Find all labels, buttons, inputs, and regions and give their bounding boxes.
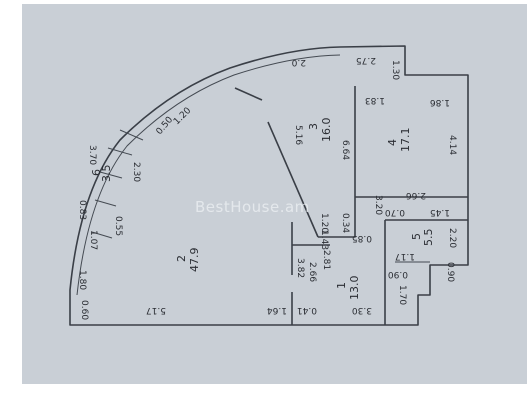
dimension-label: 2.0 — [291, 57, 306, 67]
dimension-label: 1.64 — [267, 305, 287, 315]
outer-arc-inner — [76, 54, 341, 296]
room-number: 5 — [410, 233, 423, 240]
dimension-label: 1.30 — [390, 60, 400, 80]
room-label-6: 6 3.5 — [90, 165, 113, 183]
dimension-label: 1.70 — [397, 285, 407, 305]
room-area: 47.9 — [188, 248, 201, 273]
room-number: 4 — [386, 139, 399, 146]
dimension-label: 0.60 — [79, 300, 89, 320]
room-area: 16.0 — [320, 118, 333, 143]
dimension-label: 0.55 — [113, 216, 123, 236]
dimension-label: 0.34 — [340, 213, 350, 233]
dimension-label: 2.66 — [406, 190, 426, 200]
dimension-label: 1.86 — [430, 97, 450, 107]
room-area: 5.5 — [422, 229, 435, 247]
dimension-label: 4.14 — [447, 135, 457, 155]
dimension-label: 0.41 — [297, 305, 317, 315]
dimension-label: 5.17 — [146, 305, 166, 315]
wall-room3-right — [318, 86, 356, 238]
room-number: 6 — [90, 169, 103, 176]
dimension-label: 6.64 — [340, 140, 350, 160]
wall-room2-top — [234, 87, 263, 101]
paper-sheet — [22, 4, 527, 384]
dimension-label: 2.30 — [131, 162, 141, 182]
dimension-label: 1.45 — [430, 207, 450, 217]
room-label-5: 5 5.5 — [410, 229, 435, 247]
dimension-label: 5.16 — [293, 125, 303, 145]
room-area: 13.0 — [348, 276, 361, 301]
dimension-label: 2.81 — [321, 250, 331, 270]
room-area: 17.1 — [399, 128, 412, 153]
dimension-label: 0.90 — [445, 262, 455, 282]
dimension-label: 1.07 — [88, 230, 98, 250]
outer-wall — [69, 45, 469, 326]
watermark: BestHouse.am — [195, 198, 310, 216]
dimension-label: 3.82 — [295, 258, 305, 278]
dimension-label: 0.83 — [77, 200, 87, 220]
dimension-label: 1.20 — [319, 213, 329, 233]
room-area: 3.5 — [100, 165, 113, 183]
dimension-label: 0.85 — [352, 233, 372, 243]
dimension-label: 0.70 — [385, 207, 405, 217]
room-label-2: 2 47.9 — [175, 248, 201, 273]
dimension-label: 0.90 — [388, 269, 408, 279]
dimension-label: 3.20 — [373, 195, 383, 215]
dimension-label: 1.17 — [395, 251, 415, 261]
room-label-3: 3 16.0 — [307, 118, 333, 143]
dimension-label: 1.43 — [319, 230, 329, 250]
dimension-label: 2.66 — [307, 262, 317, 282]
room-number: 2 — [175, 255, 188, 262]
room-number: 3 — [307, 123, 320, 130]
dimension-labels: 2.0 2.75 1.30 1.83 1.86 5.16 6.64 4.14 1… — [77, 55, 457, 320]
room-number: 1 — [335, 282, 348, 289]
dimension-label: 3.70 — [87, 145, 97, 165]
dimension-label: 1.83 — [365, 95, 385, 105]
room-label-1: 1 13.0 — [335, 276, 361, 301]
dimension-label: 2.20 — [447, 228, 457, 248]
wall-room3-left — [267, 121, 319, 238]
room-label-4: 4 17.1 — [386, 128, 412, 153]
dimension-label: 2.75 — [356, 55, 376, 65]
dimension-label: 3.30 — [352, 305, 372, 315]
dimension-label: 1.80 — [77, 270, 87, 290]
bay-window — [91, 129, 144, 239]
